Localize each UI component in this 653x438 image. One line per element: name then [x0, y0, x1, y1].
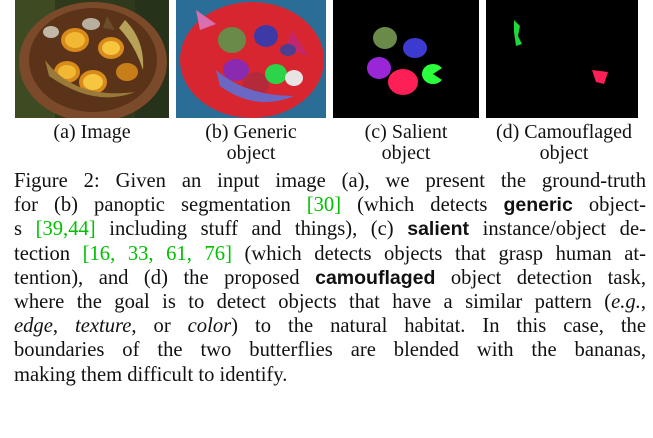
image-panel-b — [176, 0, 326, 118]
caption-line-5: tention), and (d) the proposed camouflag… — [14, 266, 647, 289]
subfigure-label-c: (c) Salient object — [364, 121, 448, 164]
caption-line-2: for (b) panoptic segmentation [30] (whic… — [14, 194, 647, 217]
fruit-bowl-photo — [15, 0, 169, 118]
caption-line-9: making them difficult to identify. — [14, 363, 288, 386]
caption-line-8: boundaries of the two butterflies are bl… — [14, 339, 646, 362]
caption-line-7: edge, texture, or color) to the natural … — [14, 315, 646, 338]
panoptic-segmentation-mask — [176, 0, 326, 118]
subfigure-label-a: (a) Image — [53, 121, 131, 143]
image-panel-d — [486, 0, 638, 118]
citation-link[interactable]: [30] — [306, 194, 342, 217]
caption-line-3: s [39,44] including stuff and things), (… — [14, 218, 646, 241]
image-panel-a — [15, 0, 169, 118]
caption-line-1: Figure 2: Given an input image (a), we p… — [14, 170, 646, 192]
citation-link[interactable]: [16, 33, 61, 76] — [82, 242, 232, 265]
caption-line-6: where the goal is to detect objects that… — [14, 291, 646, 314]
subfigure-label-d: (d) Camouflaged object — [495, 121, 633, 164]
figure-caption: Figure 2: Given an input image (a), we p… — [14, 169, 646, 387]
caption-line-4: tection [16, 33, 61, 76] (which detects … — [14, 242, 646, 265]
citation-link[interactable]: [39,44] — [35, 218, 96, 241]
camouflaged-object-mask — [486, 0, 638, 118]
salient-object-mask — [333, 0, 479, 118]
subfigure-label-b: (b) Generic object — [205, 121, 297, 164]
image-panel-c — [333, 0, 479, 118]
